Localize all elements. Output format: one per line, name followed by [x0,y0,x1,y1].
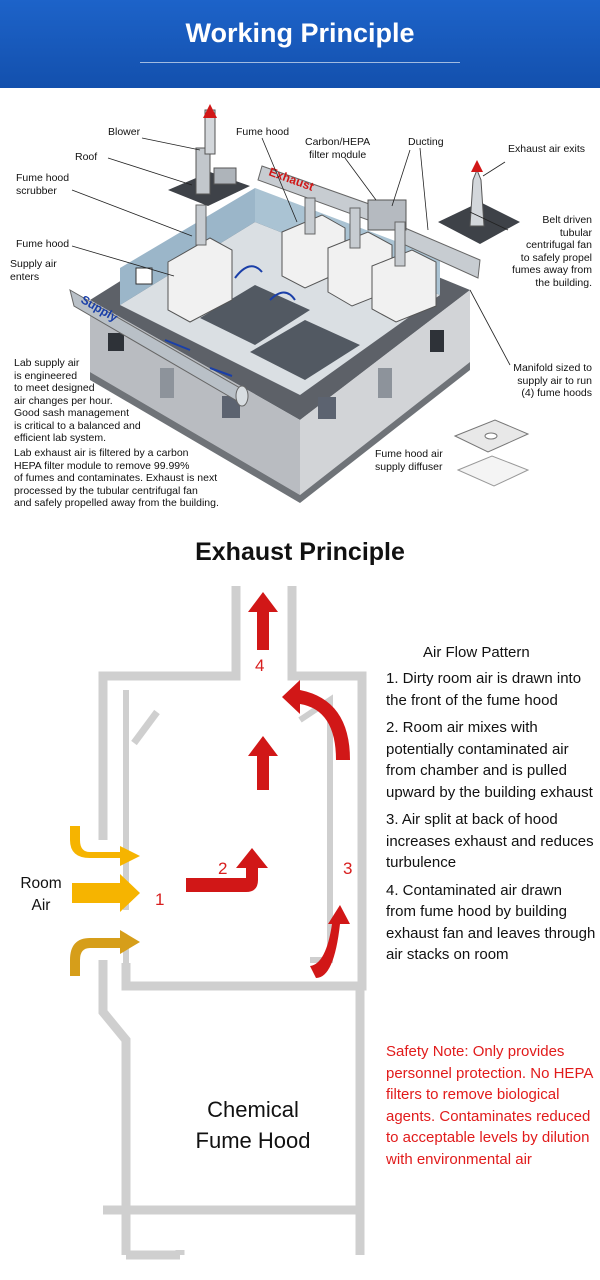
label-fume-hood-top: Fume hood [236,126,290,138]
flow-number-1: 1 [155,890,165,909]
label-fume-hood-scrubber: Fume hood scrubber [16,172,70,197]
air-flow-step: 4. Contaminated air drawn from fume hood… [386,881,596,964]
exhaust-flow-arrows [186,592,350,978]
safety-note: Safety Note: Only provides personnel pro… [386,1043,593,1168]
roof-blower-left [168,104,250,206]
exhaust-principle-title: Exhaust Principle [195,538,405,566]
hood-riser-ducts [195,197,406,267]
exterior-window-4 [430,330,444,352]
front-wall-left [90,300,300,495]
air-flow-steps: 1. Dirty room air is drawn into the fron… [386,668,596,972]
flow-number-3: 3 [343,859,353,878]
air-supply-diffuser [453,419,530,487]
callout-leader-lines [71,137,511,366]
label-manifold: Manifold sized to supply air to run (4) … [513,362,592,399]
supply-duct [69,288,249,407]
label-belt-driven-fan: Belt driven tubular centrifugal fan to s… [512,214,592,289]
exterior-window-1 [108,333,124,351]
exterior-window-3 [318,397,336,419]
supply-flow-arrows [164,265,296,377]
floor-diffuser-grate-2 [250,320,360,380]
label-fume-hood-diffuser: Fume hood air supply diffuser [375,448,443,473]
air-flow-pattern-title: Air Flow Pattern [423,644,530,661]
label-carbon-hepa: Carbon/HEPA filter module [305,136,371,161]
label-blower: Blower [108,126,141,138]
banner-divider [140,62,460,63]
air-flow-step: 1. Dirty room air is drawn into the fron… [386,670,582,709]
air-flow-step: 2. Room air mixes with potentially conta… [386,719,593,801]
label-lab-exhaust: Lab exhaust air is filtered by a carbon … [14,447,219,509]
label-lab-supply: Lab supply air is engineered to meet des… [14,357,141,444]
room-air-label: Room Air [20,875,62,914]
sash-glass [131,709,160,746]
floor-diffuser-grate-1 [200,285,310,345]
flow-number-2: 2 [218,859,228,878]
label-supply-air-enters: Supply air enters [10,258,57,283]
label-fume-hood-left: Fume hood [16,238,70,250]
page-title: Working Principle [185,18,415,48]
flow-number-4: 4 [255,656,265,675]
room-air-arrows [70,826,140,976]
label-exhaust-air-exits: Exhaust air exits [508,143,586,155]
chemical-fume-hood-label: Chemical Fume Hood [195,1097,311,1153]
fume-hood-units [167,214,437,323]
exterior-door-1 [160,368,174,398]
exhaust-stack-right [438,160,520,244]
exterior-window-2 [222,396,240,418]
label-ducting: Ducting [408,136,444,148]
air-flow-step: 3. Air split at back of hood increases e… [386,811,594,871]
header-banner: Working Principle [0,0,600,88]
hood-inner-baffle [123,690,333,963]
exterior-door-2 [378,368,392,398]
back-wall-left [120,188,255,305]
fume-hood-outline [98,586,367,1260]
exhaust-duct [257,165,481,279]
wall-window [135,267,153,285]
label-roof: Roof [75,151,98,163]
